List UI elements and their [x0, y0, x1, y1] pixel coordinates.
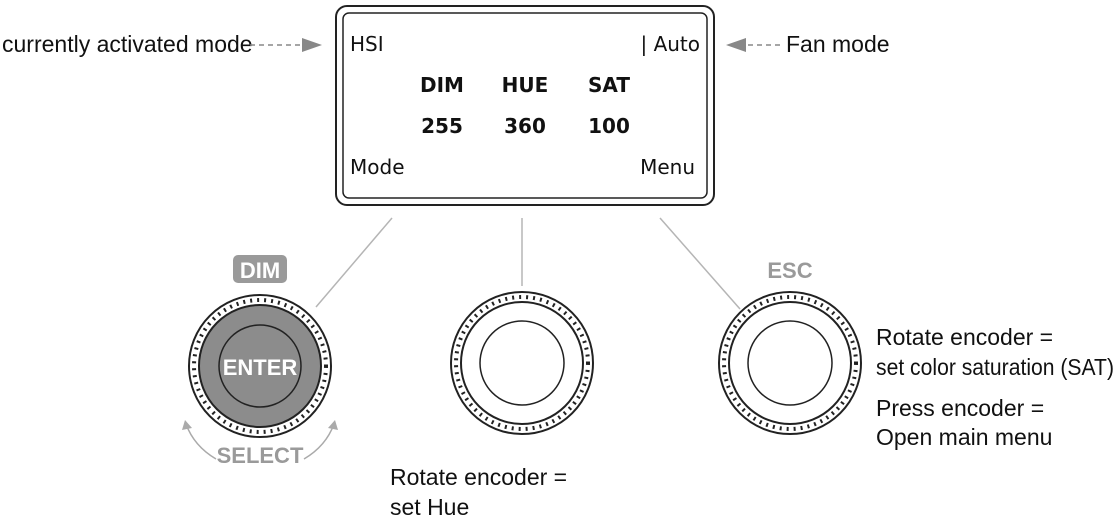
middle-encoder-grip-ring: [454, 295, 590, 431]
fan-callout-arrow-head: [726, 38, 746, 52]
display-mode-name: HSI: [350, 32, 384, 56]
display-col-value-hue: 360: [504, 114, 546, 138]
right-caption-line2: set color saturation (SAT): [876, 354, 1114, 380]
display-fan-indicator: | Auto: [640, 32, 700, 56]
right-encoder-center: [747, 320, 833, 406]
dim-label: DIM: [240, 258, 280, 283]
right-encoder-grip-ring: [722, 295, 858, 431]
display-right-softkey: Menu: [640, 155, 695, 179]
right-caption-line1: Rotate encoder =: [876, 324, 1053, 350]
mode-callout-arrow-head: [302, 38, 322, 52]
middle-caption-line1: Rotate encoder =: [390, 464, 567, 490]
left-encoder-knob[interactable]: [198, 304, 322, 428]
select-left-arrow-icon: [182, 420, 192, 430]
display-col-header-hue: HUE: [502, 73, 549, 97]
mode-callout-label: currently activated mode: [2, 31, 253, 57]
middle-caption-line2: set Hue: [390, 494, 469, 520]
display-col-header-sat: SAT: [588, 73, 630, 97]
left-encoder-grip-ring: [192, 298, 328, 434]
display-col-value-sat: 100: [588, 114, 630, 138]
display-col-header-dim: DIM: [420, 73, 464, 97]
middle-encoder[interactable]: [450, 291, 594, 435]
right-caption-line3: Press encoder =: [876, 395, 1044, 421]
right-encoder-knob[interactable]: [728, 301, 852, 425]
display-left-softkey: Mode: [350, 155, 405, 179]
dim-label-background: [233, 255, 287, 283]
left-encoder[interactable]: DIM ENTER SELECT: [182, 255, 338, 468]
select-right-arrow-icon: [328, 420, 338, 430]
leader-line-left: [315, 217, 393, 308]
left-encoder-center: [218, 324, 302, 408]
display-panel: HSI | Auto DIM HUE SAT 255 360 100 Mode …: [335, 5, 715, 206]
display-col-value-dim: 255: [421, 114, 463, 138]
enter-label: ENTER: [223, 355, 298, 380]
select-label: SELECT: [217, 443, 304, 468]
select-left-arc-icon: [185, 423, 217, 460]
middle-encoder-center: [479, 320, 565, 406]
fan-callout-label: Fan mode: [786, 31, 890, 57]
esc-label: ESC: [767, 258, 812, 283]
right-encoder-caption: Rotate encoder = set color saturation (S…: [876, 324, 1114, 450]
fan-callout: Fan mode: [726, 31, 890, 57]
right-caption-line4: Open main menu: [876, 424, 1052, 450]
middle-encoder-caption: Rotate encoder = set Hue: [390, 464, 567, 520]
middle-encoder-knob[interactable]: [460, 301, 584, 425]
select-right-arc-icon: [303, 423, 335, 460]
mode-callout: currently activated mode: [2, 31, 322, 57]
right-encoder[interactable]: ESC: [718, 258, 862, 435]
leader-line-right: [659, 217, 741, 310]
